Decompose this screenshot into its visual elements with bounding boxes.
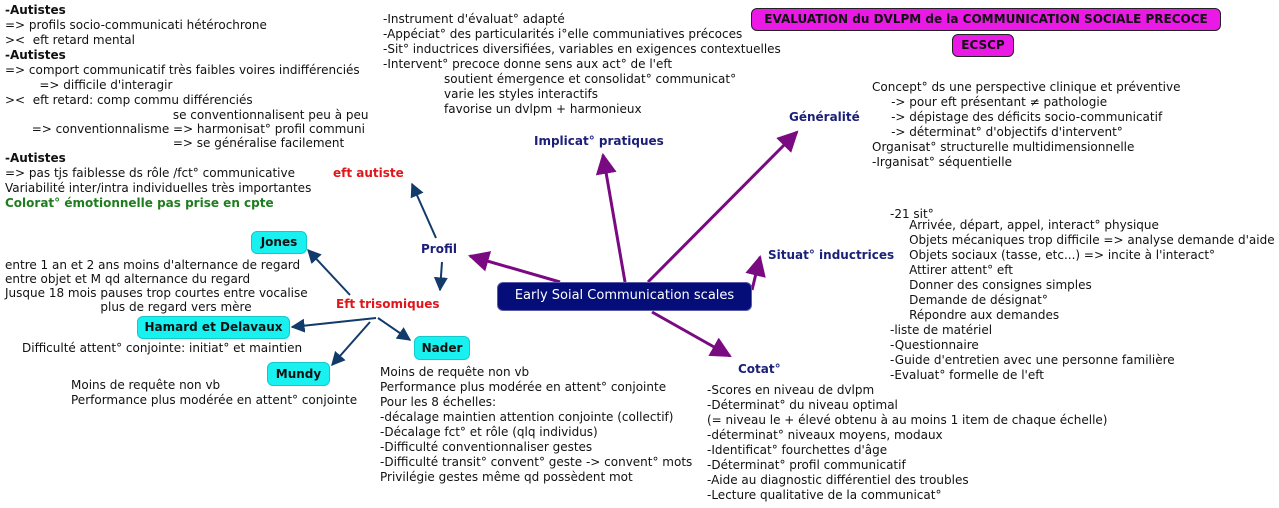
branch-implications: Implicat° pratiques xyxy=(534,134,664,148)
jones-line: plus de regard vers mère xyxy=(5,300,252,314)
nader-line: -Décalage fct° et rôle (qlq individus) xyxy=(380,425,598,439)
branch-eft-trisomiques: Eft trisomiques xyxy=(336,297,440,311)
cotation-line: (= niveau le + élevé obtenu à au moins 1… xyxy=(707,413,1108,427)
generalite-line: -> dépistage des déficits socio-communic… xyxy=(872,110,1163,124)
situations-line: Arrivée, départ, appel, interact° physiq… xyxy=(890,218,1159,232)
arrow-profil-to-autiste xyxy=(410,182,437,239)
author-nader: Nader xyxy=(414,336,470,360)
implications-line: varie les styles interactifs xyxy=(383,87,599,101)
situations-line: Répondre aux demandes xyxy=(890,308,1060,322)
autistes-line: => difficile d'interagir xyxy=(5,78,173,92)
arrow-to-situations xyxy=(745,254,766,291)
implications-line: soutient émergence et consolidat° commun… xyxy=(383,72,737,86)
autistes-line: => profils socio-communicati hétérochron… xyxy=(5,18,267,32)
implications-line: -Sit° inductrices diversifiées, variable… xyxy=(383,42,781,56)
arrow-to-cotation xyxy=(651,310,732,358)
autistes-line: => se généralise facilement xyxy=(5,136,345,150)
situations-line: -21 sit° xyxy=(890,207,934,221)
nader-line: Moins de requête non vb xyxy=(380,365,530,379)
nader-line: -Difficulté transit° convent° geste -> c… xyxy=(380,455,693,469)
autistes-emphasis: Colorat° émotionnelle pas prise en cpte xyxy=(5,196,274,210)
autistes-line: >< eft retard mental xyxy=(5,33,135,47)
mundy-line: Moins de requête non vb xyxy=(71,378,221,392)
title-box: EVALUATION du DVLPM de la COMMUNICATION … xyxy=(751,8,1221,31)
arrow-to-hamard xyxy=(290,317,377,333)
branch-cotation: Cotat° xyxy=(738,362,781,376)
generalite-line: Organisat° structurelle multidimensionne… xyxy=(872,140,1135,154)
situations-line: Demande de désignat° xyxy=(890,293,1048,307)
generalite-line: -> pour eft présentant ≠ pathologie xyxy=(872,95,1108,109)
generalite-line: -Irganisat° séquentielle xyxy=(872,155,1012,169)
acronym-box: ECSCP xyxy=(952,34,1014,57)
mundy-line: Performance plus modérée en attent° conj… xyxy=(71,393,358,407)
arrow-to-nader xyxy=(377,317,412,341)
cotation-line: -Déterminat° du niveau optimal xyxy=(707,398,898,412)
jones-line: entre 1 an et 2 ans moins d'alternance d… xyxy=(5,258,301,272)
autistes-line: => conventionnalisme => harmonisat° prof… xyxy=(5,122,365,136)
cotation-line: -Scores en niveau de dvlpm xyxy=(707,383,875,397)
cotation-line: -Déterminat° profil communicatif xyxy=(707,458,906,472)
arrow-to-mundy xyxy=(331,321,371,367)
generalite-line: -> déterminat° d'objectifs d'intervent° xyxy=(872,125,1123,139)
nader-line: Performance plus modérée en attent° conj… xyxy=(380,380,667,394)
situations-line: Objets mécaniques trop difficile => anal… xyxy=(890,233,1275,247)
arrow-to-jones xyxy=(307,248,351,296)
arrow-to-generalite xyxy=(646,130,799,284)
autistes-heading: -Autistes xyxy=(5,3,66,17)
arrow-to-profil xyxy=(467,251,561,284)
implications-line: favorise un dvlpm + harmonieux xyxy=(383,102,642,116)
jones-line: entre objet et M qd alternance du regard xyxy=(5,272,251,286)
cotation-line: -Identificat° fourchettes d'âge xyxy=(707,443,888,457)
autistes-line: Variabilité inter/intra individuelles tr… xyxy=(5,181,312,195)
branch-generalite: Généralité xyxy=(789,110,860,124)
implications-line: -Instrument d'évaluat° adapté xyxy=(383,12,565,26)
generalite-line: Concept° ds une perspective clinique et … xyxy=(872,80,1181,94)
branch-situations: Situat° inductrices xyxy=(768,248,895,262)
arrow-profil-to-trisomiques xyxy=(433,261,448,292)
hamard-text: Difficulté attent° conjointe: initiat° e… xyxy=(22,341,303,355)
autistes-heading: -Autistes xyxy=(5,151,66,165)
implications-line: -Appéciat° des particularités i°elle com… xyxy=(383,27,743,41)
autistes-line: >< eft retard: comp commu différenciés xyxy=(5,93,253,107)
nader-line: Pour les 8 échelles: xyxy=(380,395,497,409)
cotation-line: -déterminat° niveaux moyens, modaux xyxy=(707,428,943,442)
center-node: Early Soial Communication scales xyxy=(497,282,752,311)
author-mundy: Mundy xyxy=(267,362,330,386)
situations-line: -Questionnaire xyxy=(890,338,979,352)
author-jones: Jones xyxy=(251,231,307,254)
situations-line: Donner des consignes simples xyxy=(890,278,1092,292)
branch-eft-autiste: eft autiste xyxy=(333,166,404,180)
nader-line: -Difficulté conventionnaliser gestes xyxy=(380,440,593,454)
autistes-line: => pas tjs faiblesse ds rôle /fct° commu… xyxy=(5,166,295,180)
cotation-line: -Aide au diagnostic différentiel des tro… xyxy=(707,473,969,487)
nader-line: -décalage maintien attention conjointe (… xyxy=(380,410,674,424)
situations-line: -liste de matériel xyxy=(890,323,993,337)
author-hamard-delavaux: Hamard et Delavaux xyxy=(137,316,290,339)
implications-line: -Intervent° precoce donne sens aux act° … xyxy=(383,57,673,71)
situations-line: -Evaluat° formelle de l'eft xyxy=(890,368,1044,382)
situations-line: Attirer attent° eft xyxy=(890,263,1013,277)
situations-line: -Guide d'entretien avec une personne fam… xyxy=(890,353,1175,367)
autistes-heading: -Autistes xyxy=(5,48,66,62)
nader-line: Privilégie gestes même qd possèdent mot xyxy=(380,470,633,484)
jones-line: Jusque 18 mois pauses trop courtes entre… xyxy=(5,286,308,300)
autistes-line: se conventionnalisent peu à peu xyxy=(5,108,369,122)
arrow-to-implications xyxy=(595,152,627,283)
branch-profil: Profil xyxy=(421,242,457,256)
cotation-line: -Lecture qualitative de la communicat° xyxy=(707,488,942,502)
autistes-line: => comport communicatif très faibles voi… xyxy=(5,63,360,77)
situations-line: Objets sociaux (tasse, etc...) => incite… xyxy=(890,248,1216,262)
